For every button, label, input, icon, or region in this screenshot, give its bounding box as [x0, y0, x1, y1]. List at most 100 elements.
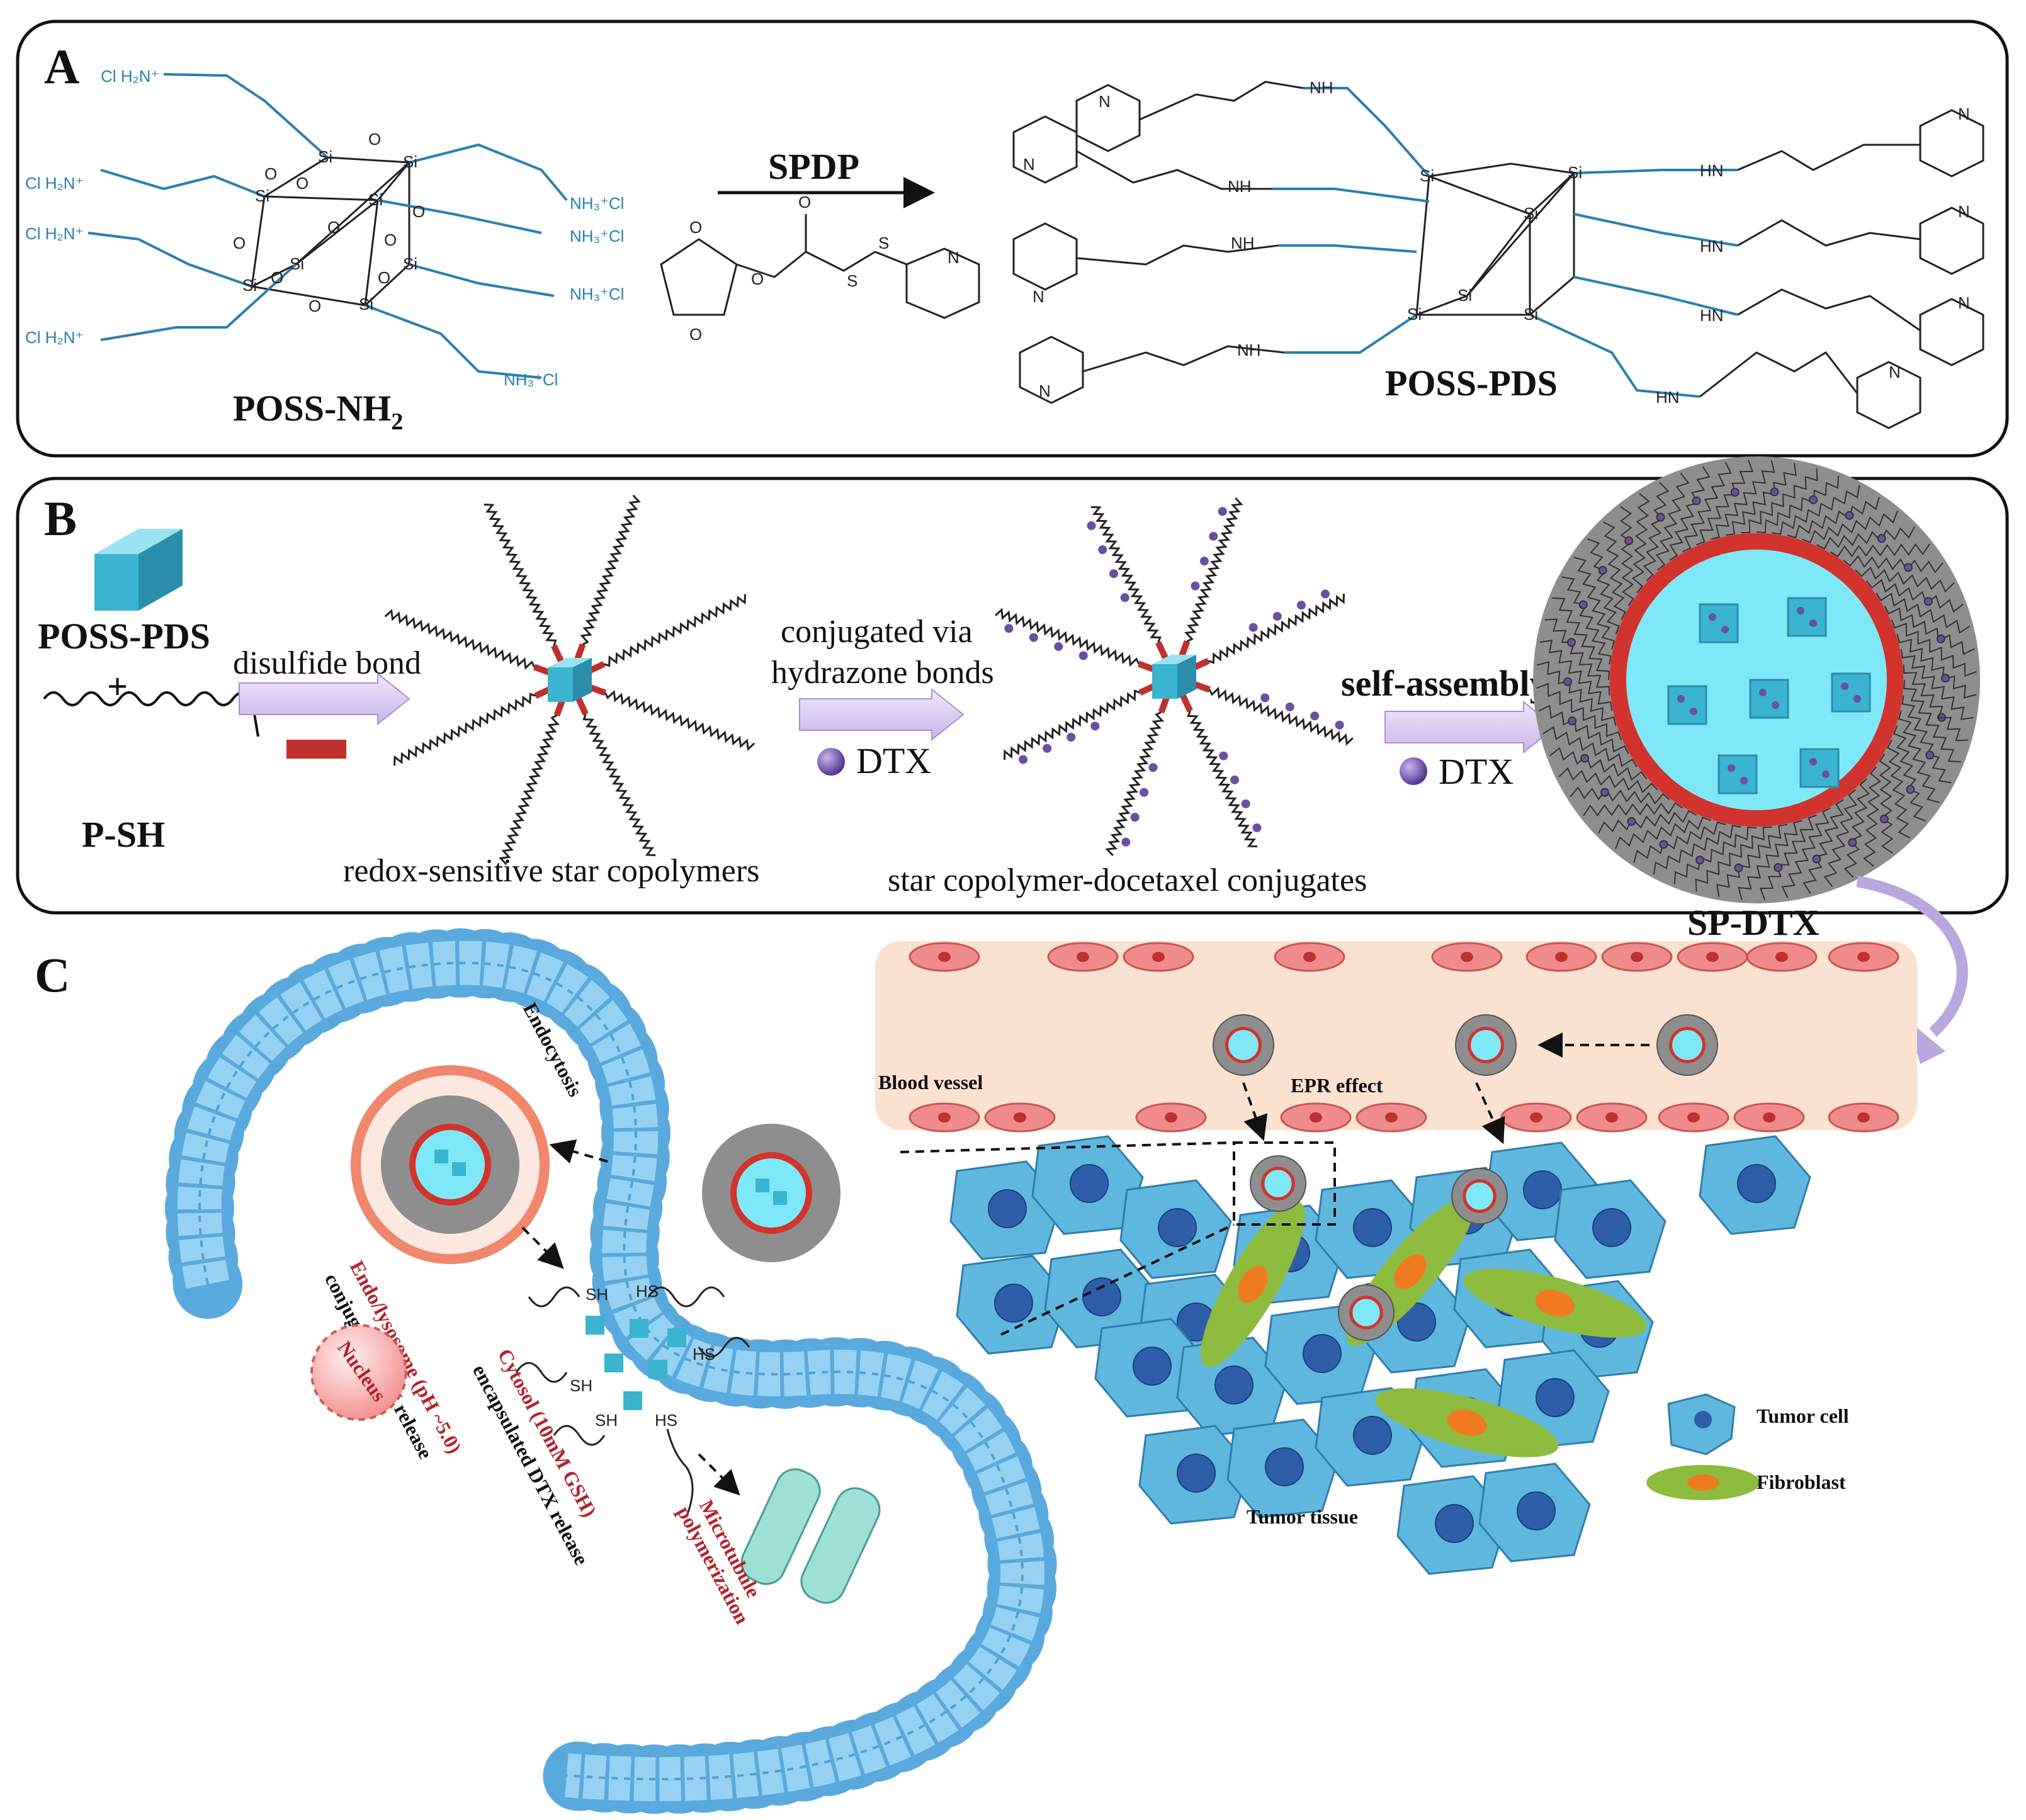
- arrow2-label-line2: hydrazone bonds: [771, 655, 994, 691]
- drug-molecule: [1248, 623, 1258, 632]
- shell-chain: [1558, 767, 1658, 794]
- drug-molecule: [1019, 755, 1028, 764]
- svg-text:Cl H₂N⁺: Cl H₂N⁺: [101, 67, 159, 86]
- arrow2-icon: [799, 687, 965, 742]
- drug-molecule: [1772, 701, 1779, 709]
- poss-pds-structure: [1012, 81, 1984, 429]
- polymer-arm: [603, 594, 747, 667]
- endolysosome: [351, 1065, 550, 1264]
- drug-molecule: [1335, 720, 1344, 730]
- tumor-tissue: [949, 1135, 1811, 1575]
- shell-chain: [1633, 821, 1726, 863]
- drug-molecule: [1121, 837, 1131, 847]
- shell-chain: [1781, 807, 1831, 898]
- svg-text:N: N: [1099, 92, 1111, 111]
- svg-text:N: N: [1039, 382, 1051, 400]
- extravasation-arrow-1: [1242, 1082, 1268, 1141]
- tumor-nucleus: [1536, 1378, 1575, 1417]
- shell-chain: [1696, 460, 1754, 546]
- svg-text:HN: HN: [1656, 388, 1680, 407]
- tumor-tissue-label: Tumor tissue: [1247, 1505, 1358, 1528]
- drug-molecule: [1054, 642, 1063, 652]
- shell-chain: [1738, 820, 1802, 900]
- shell-chain: [1901, 695, 1952, 784]
- svg-text:Si: Si: [242, 276, 257, 295]
- svg-text:O: O: [327, 218, 340, 237]
- shell-chain: [1643, 482, 1670, 582]
- drug-molecule: [1809, 758, 1817, 766]
- rbc-center: [1763, 1112, 1775, 1122]
- panel-a-letter: A: [44, 39, 79, 94]
- svg-text:O: O: [368, 130, 381, 149]
- shell-chain: [1536, 661, 1617, 726]
- svg-text:N: N: [1958, 293, 1970, 312]
- shell-chain: [1673, 827, 1757, 885]
- drug-molecule: [1906, 785, 1915, 794]
- drug-molecule: [1677, 695, 1685, 703]
- released-cubes: SH HS HS SH SH HS: [515, 1226, 750, 1518]
- svg-text:N: N: [1958, 105, 1970, 123]
- shell-chain: [1602, 521, 1627, 620]
- fibroblast-nucleus: [1447, 1409, 1487, 1437]
- inner-cube: [1749, 679, 1789, 719]
- drug-molecule: [1566, 638, 1576, 647]
- svg-text:Cl H₂N⁺: Cl H₂N⁺: [25, 174, 84, 193]
- polymer-arm: [499, 715, 560, 866]
- p-sh-chain-icon: [43, 691, 259, 737]
- drug-molecule: [1845, 511, 1854, 520]
- drug-molecule: [1218, 507, 1227, 516]
- shell-chain: [1538, 704, 1629, 754]
- svg-text:NH₃⁺Cl: NH₃⁺Cl: [570, 285, 624, 303]
- drug-molecule: [1029, 633, 1038, 642]
- rbc-center: [1687, 1112, 1700, 1122]
- drug-molecule: [1252, 823, 1262, 832]
- svg-text:HN: HN: [1700, 237, 1724, 256]
- shell-chain: [1614, 817, 1711, 849]
- shell-chain: [1653, 825, 1741, 875]
- rbc-center: [1461, 952, 1473, 962]
- shell-chain: [1536, 682, 1622, 740]
- conjugate-label: star copolymer-docetaxel conjugates: [888, 862, 1367, 898]
- tumor-nucleus: [1177, 1454, 1216, 1493]
- rbc-center: [1857, 952, 1870, 962]
- arrow1-icon: [239, 672, 410, 726]
- rbc-center: [1152, 952, 1165, 962]
- shell-chain: [1802, 511, 1899, 543]
- nucleus-icon: [310, 1324, 407, 1421]
- arrow1-label: disulfide bond: [233, 645, 421, 681]
- drug-molecule: [1043, 743, 1052, 753]
- shell-chain: [1879, 753, 1894, 854]
- svg-text:Si: Si: [1457, 286, 1472, 305]
- svg-text:O: O: [308, 297, 321, 315]
- shell-chain: [1903, 664, 1969, 742]
- tumor-nucleus: [988, 1189, 1027, 1228]
- tumor-nucleus: [1265, 1447, 1304, 1486]
- rbc-center: [938, 1112, 951, 1122]
- nanoparticle-core: [1225, 1027, 1262, 1063]
- svg-text:O: O: [271, 268, 283, 287]
- svg-text:Si: Si: [359, 295, 373, 314]
- arrow3-icon: [1384, 700, 1556, 754]
- linker-icon: [286, 740, 346, 759]
- tumor-nucleus: [1082, 1277, 1121, 1316]
- drug-label-2: DTX: [1439, 751, 1514, 792]
- shell-chain: [1716, 823, 1788, 897]
- drug-molecule: [1936, 634, 1945, 643]
- svg-text:Si: Si: [318, 147, 332, 166]
- drug-molecule: [1260, 693, 1270, 703]
- tumor-nucleus: [1133, 1347, 1172, 1386]
- svg-text:S: S: [878, 234, 889, 252]
- svg-text:N: N: [1958, 202, 1970, 221]
- microtubule-arrow: [698, 1453, 740, 1496]
- legend-fibroblast-label: Fibroblast: [1757, 1471, 1846, 1493]
- drug-molecule: [1148, 763, 1158, 772]
- panel-b-letter: B: [44, 491, 77, 546]
- panel-c: C Endocytosis Endo/lysosome (pH ~5.0) co…: [35, 928, 1917, 1814]
- shell-chain: [1573, 557, 1616, 650]
- svg-text:Cl H₂N⁺: Cl H₂N⁺: [25, 224, 84, 243]
- microtubule-icon: [740, 1468, 881, 1604]
- shell-chain: [1893, 725, 1926, 822]
- spdp-label: SPDP: [768, 146, 859, 187]
- star-copolymer: [384, 494, 756, 866]
- drug-molecule: [1087, 521, 1096, 531]
